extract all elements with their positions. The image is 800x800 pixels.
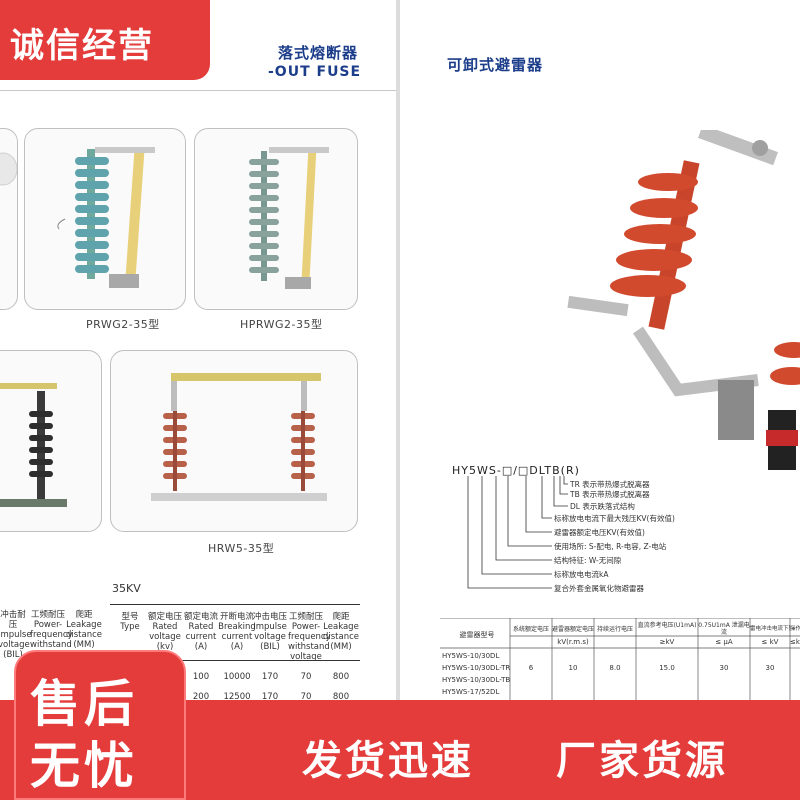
after-sales-badge: 售后 无忧 (14, 650, 186, 800)
after-sales-line1: 售后 (30, 675, 138, 733)
rt-header-system-voltage: 系统额定电压 (512, 626, 549, 633)
hprwg-fuse-image (249, 147, 329, 289)
rt-cell-rated-voltage: 10 (568, 664, 578, 672)
rt-unit-dc: ≥kV (659, 638, 675, 646)
rt-model-3: HY5WS-10/30DL-TB (442, 676, 511, 684)
rt-model-4: HY5WS-17/52DL (442, 688, 500, 696)
rt-cell-continuous: 8.0 (609, 664, 621, 672)
integrity-banner: 诚信经营 (0, 0, 210, 80)
product-label-prwg: PRWG2-35型 (86, 318, 160, 331)
rt-header-continuous: 持续运行电压 (596, 626, 633, 633)
model-legend-connectors (467, 476, 568, 589)
product-card-hrw5 (110, 350, 358, 532)
rt-model-1: HY5WS-10/30DL (442, 652, 500, 660)
rt-unit-switching: ≤kV (790, 638, 800, 646)
rt-unit-ua: ≤ μA (715, 638, 733, 646)
voltage-class-label: 35KV (112, 582, 141, 595)
cell-leakage: 800 (332, 692, 350, 702)
rt-unit-kv-rms: kV(r.m.s) (557, 638, 589, 646)
rt-header-switching: 操作冲击 (790, 626, 800, 632)
cell-breaking-current: 12500 (223, 692, 251, 702)
cell-impulse: 170 (261, 692, 279, 702)
product-card-partial (0, 128, 18, 310)
slogan-fast-shipping: 发货迅速 (302, 738, 474, 784)
header-divider (0, 90, 396, 91)
page-gutter (396, 0, 400, 800)
legend-line-tr: TR 表示带热爆式脱离器 (570, 480, 650, 489)
slogan-factory-source: 厂家货源 (556, 738, 728, 784)
table-top-rule (110, 604, 360, 605)
legend-line-type: 复合外套金属氧化物避雷器 (554, 584, 644, 593)
rt-cell-system-voltage: 6 (528, 664, 534, 672)
prwg-fuse-image (57, 147, 155, 288)
left-page-title-en: -OUT FUSE (268, 64, 362, 80)
rt-unit-residual: ≤ kV (761, 638, 779, 646)
legend-line-tb: TB 表示带热爆式脱离器 (570, 490, 650, 499)
cell-rated-current: 100 (192, 672, 210, 682)
product-label-hprwg: HPRWG2-35型 (240, 318, 323, 331)
rt-header-rated-voltage: 避雷器额定电压 (552, 626, 595, 633)
table-header-rule (110, 660, 360, 661)
right-page-title: 可卸式避雷器 (447, 56, 544, 74)
legend-line-dl: DL 表示跌落式结构 (570, 502, 635, 511)
cell-impulse: 170 (261, 672, 279, 682)
cell-power-frequency: 70 (300, 692, 312, 702)
product-card-partial-2 (0, 350, 102, 532)
legend-line-current: 标称放电电流kA (554, 570, 609, 579)
product-card-prwg (24, 128, 186, 310)
dropout-fuse-partial-image (0, 383, 67, 507)
cell-rated-current: 200 (192, 692, 210, 702)
legend-line-location: 使用场所: S-配电, R-电容, Z-电站 (554, 542, 667, 551)
cell-leakage: 800 (332, 672, 350, 682)
rt-cell-leakage: 30 (719, 664, 729, 672)
rt-header-model: 避雷器型号 (459, 631, 495, 639)
product-card-hprwg (194, 128, 358, 310)
rt-cell-dc-ref: 15.0 (659, 664, 675, 672)
right-spec-table-grid (440, 618, 800, 708)
rt-cell-lightning: 30 (765, 664, 775, 672)
rt-header-lightning: 雷电冲击电流下残压 (750, 626, 790, 632)
left-page-title-cn: 落式熔断器 (278, 44, 359, 62)
product-label-hrw5: HRW5-35型 (208, 542, 275, 555)
legend-line-structure: 结构特征: W-无间隙 (554, 556, 622, 565)
rt-header-dc-ref: 直流参考电压(U1mA) (637, 622, 697, 629)
rt-model-2: HY5WS-10/30DL-TR (442, 664, 511, 672)
model-code: HY5WS-□/□DLTB(R) (452, 464, 580, 477)
after-sales-line2: 无忧 (30, 737, 138, 795)
cell-power-frequency: 70 (300, 672, 312, 682)
legend-line-rated: 避雷器额定电压KV(有效值) (554, 528, 645, 537)
rt-header-leakage: 0.75U1mA 泄漏电流 (698, 622, 750, 636)
integrity-banner-text: 诚信经营 (10, 26, 154, 66)
legend-line-residual: 标称放电电流下最大残压KV(有效值) (554, 514, 675, 523)
cell-breaking-current: 10000 (223, 672, 251, 682)
hrw5-fuse-image (151, 373, 327, 501)
insulator-partial-image (0, 152, 17, 186)
arrester-product-image (567, 130, 800, 470)
